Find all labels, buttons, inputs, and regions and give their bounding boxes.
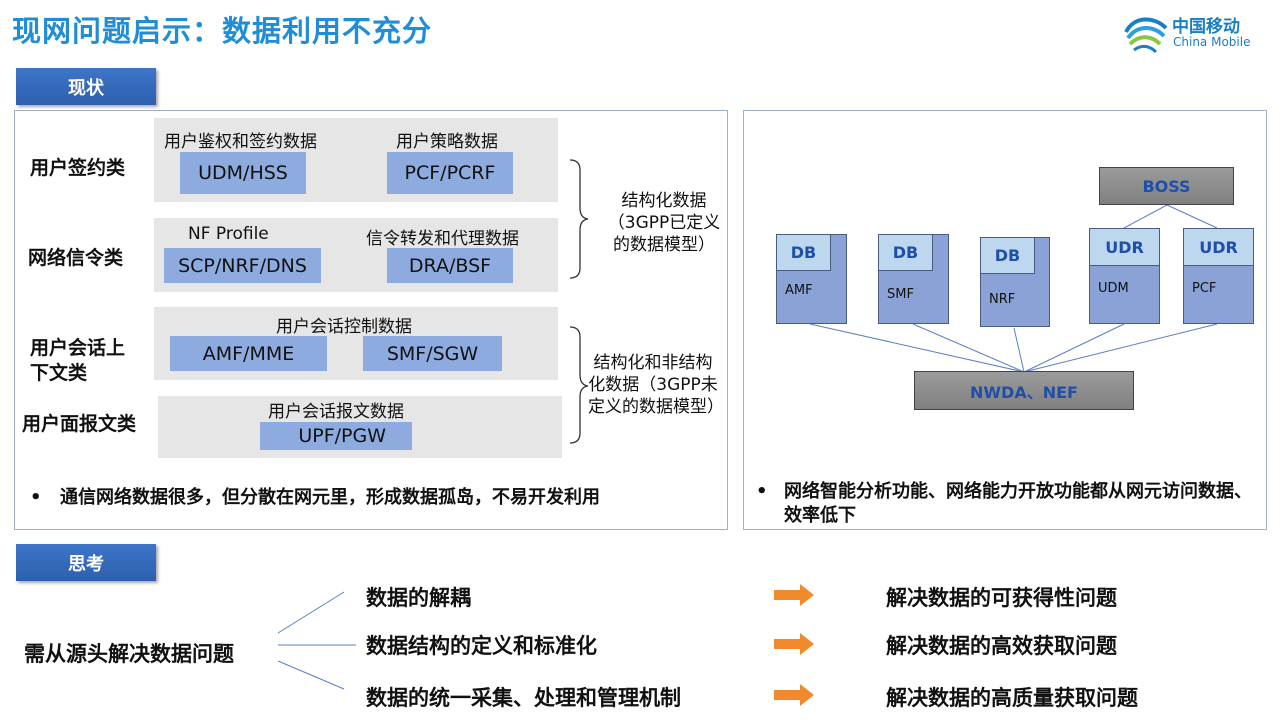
connection-lines xyxy=(809,204,1218,373)
boss-box: BOSS xyxy=(1099,167,1234,205)
note-structured: 结构化数据（3GPP已定义的数据模型） xyxy=(607,191,721,255)
node-udm-udr: UDR xyxy=(1089,228,1160,266)
cause-3: 数据的统一采集、处理和管理机制 xyxy=(366,686,681,710)
category-signaling: 网络信令类 xyxy=(28,247,124,269)
label-nf-profile: NF Profile xyxy=(188,224,269,244)
section-think-header: 思考 xyxy=(16,544,156,581)
arrow-right-icon xyxy=(774,684,814,706)
category-subscription: 用户签约类 xyxy=(30,157,126,179)
box-smf-sgw: SMF/SGW xyxy=(363,336,502,371)
section-current-header: 现状 xyxy=(16,68,156,105)
label-session-control: 用户会话控制数据 xyxy=(276,317,412,337)
result-3: 解决数据的高质量获取问题 xyxy=(886,686,1138,710)
box-pcf-pcrf: PCF/PCRF xyxy=(387,152,513,194)
right-bullet-marker: • xyxy=(756,481,768,502)
nwda-nef-box: NWDA、NEF xyxy=(914,371,1134,410)
result-2: 解决数据的高效获取问题 xyxy=(886,634,1117,658)
thinking-root: 需从源头解决数据问题 xyxy=(24,642,234,666)
node-amf-db: DB xyxy=(776,234,831,271)
result-1: 解决数据的可获得性问题 xyxy=(886,586,1117,610)
category-packet: 用户面报文类 xyxy=(22,413,137,435)
box-upf-pgw: UPF/PGW xyxy=(260,422,412,450)
arrow-right-icon xyxy=(774,584,814,606)
label-auth-data: 用户鉴权和签约数据 xyxy=(164,132,317,152)
cause-2: 数据结构的定义和标准化 xyxy=(366,634,597,658)
thinking-branch-lines xyxy=(277,591,356,690)
brace-structured-icon xyxy=(569,159,589,279)
box-amf-mme: AMF/MME xyxy=(170,336,327,371)
box-udm-hss: UDM/HSS xyxy=(180,152,306,194)
arrow-right-icon xyxy=(774,633,814,655)
category-session: 用户会话上下文类 xyxy=(30,337,126,384)
box-scp-nrf-dns: SCP/NRF/DNS xyxy=(164,248,321,283)
logo-text-en: China Mobile xyxy=(1173,35,1251,49)
label-policy-data: 用户策略数据 xyxy=(396,132,498,152)
cause-1: 数据的解耦 xyxy=(366,586,471,610)
note-mixed: 结构化和非结构化数据（3GPP未定义的数据模型） xyxy=(588,353,724,417)
label-forward-data: 信令转发和代理数据 xyxy=(366,229,519,249)
left-bullet-text: 通信网络数据很多，但分散在网元里，形成数据孤岛，不易开发利用 xyxy=(60,487,600,508)
brace-mixed-icon xyxy=(569,326,589,444)
left-bullet-marker: • xyxy=(30,487,42,508)
label-session-packet: 用户会话报文数据 xyxy=(268,402,404,422)
node-nrf-db: DB xyxy=(980,237,1035,274)
node-smf-db: DB xyxy=(878,234,933,271)
box-dra-bsf: DRA/BSF xyxy=(387,248,513,283)
node-pcf-udr: UDR xyxy=(1183,228,1254,266)
china-mobile-logo-icon xyxy=(1124,17,1168,54)
logo-text-cn: 中国移动 xyxy=(1172,17,1240,37)
right-bullet-text: 网络智能分析功能、网络能力开放功能都从网元访问数据、效率低下 xyxy=(784,481,1252,526)
page-title: 现网问题启示：数据利用不充分 xyxy=(12,14,433,48)
